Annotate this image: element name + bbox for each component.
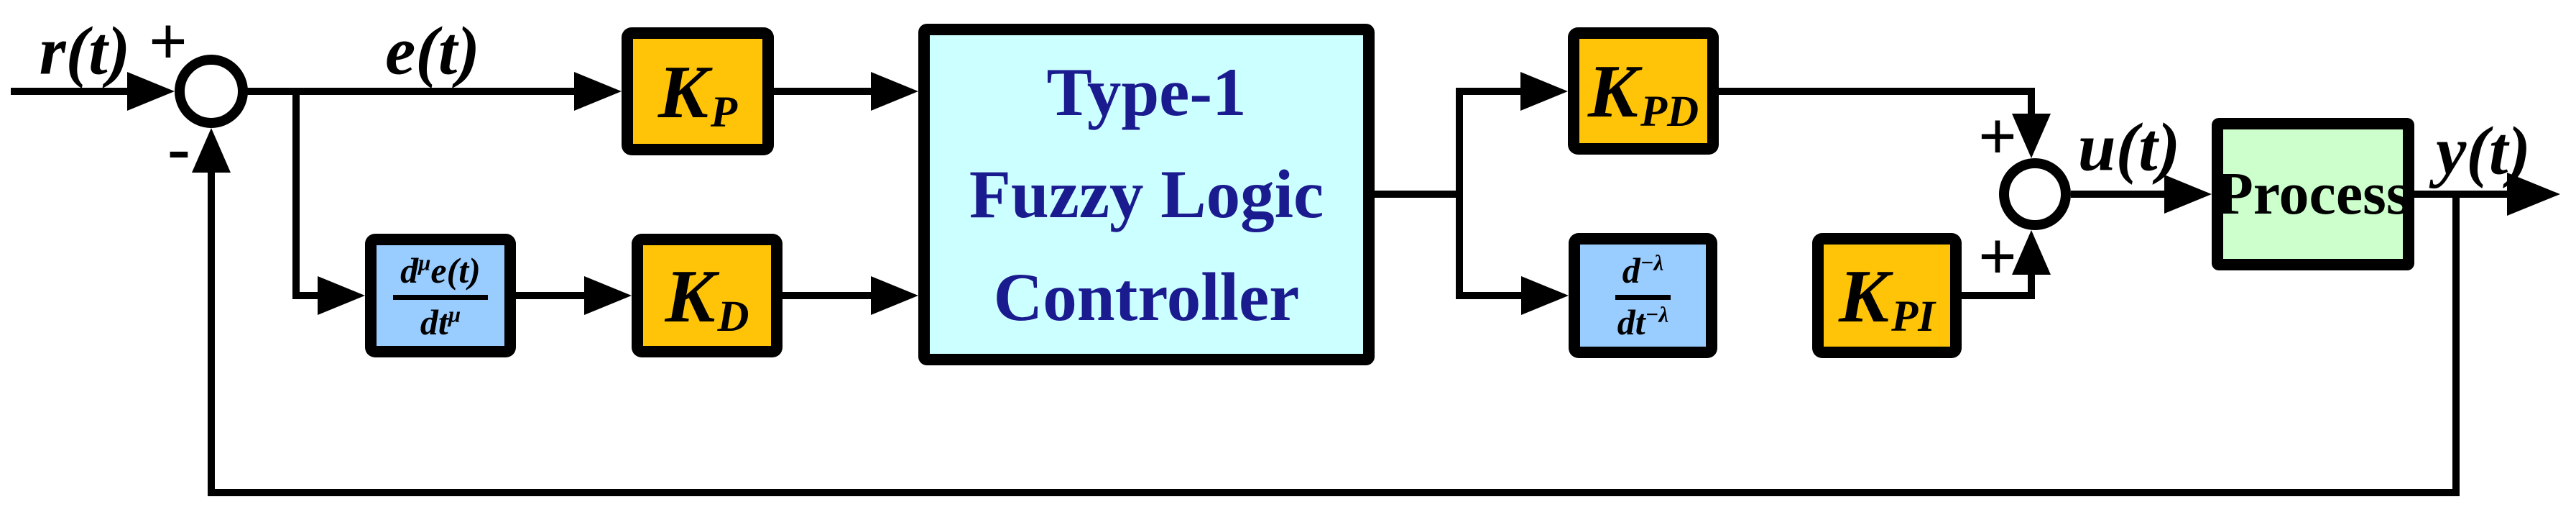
sum2-plus-sign-top: + — [1977, 98, 2018, 175]
signal-label-error: e(t) — [385, 12, 480, 89]
signal-label-control: u(t) — [2077, 109, 2181, 186]
wire-sum2-top-corner — [2028, 88, 2035, 120]
arrowhead-into-sum2-top — [2012, 114, 2051, 158]
wire-kpd-to-sum2 — [1719, 88, 2035, 95]
kd-gain-block: KD — [632, 234, 783, 357]
arrowhead-into-integrator — [1521, 276, 1569, 315]
wire-feedback-tap-vertical — [2452, 191, 2460, 496]
arrowhead-into-derivative — [318, 276, 365, 315]
sum1-plus-sign: + — [148, 3, 188, 80]
kpd-gain-block: KPD — [1568, 27, 1719, 155]
kpi-gain-block: KPI — [1812, 233, 1962, 358]
sum1-minus-sign: - — [167, 109, 190, 186]
wire-controller-output — [1371, 191, 1463, 198]
wire-process-output — [2414, 191, 2511, 198]
kd-gain-label: KD — [665, 253, 749, 341]
kpd-gain-label: KPD — [1587, 49, 1699, 137]
fractional-integrator-formula: d−λ dt−λ — [1615, 250, 1671, 342]
arrowhead-into-sum2-bottom — [2012, 230, 2051, 275]
wire-branch-to-kpd — [1463, 88, 1522, 95]
kpi-gain-label: KPI — [1839, 253, 1935, 341]
signal-label-reference: r(t) — [39, 12, 131, 89]
sum2-plus-sign-bottom: + — [1977, 218, 2018, 295]
wire-kd-to-controller — [783, 292, 874, 299]
fuzzy-logic-controller-block: Type-1 Fuzzy Logic Controller — [918, 24, 1375, 365]
arrowhead-feedback-into-sum1 — [192, 128, 231, 173]
wire-derivative-to-kd — [516, 292, 588, 299]
signal-label-output: y(t) — [2436, 112, 2531, 189]
wire-reference-input — [11, 88, 133, 95]
wire-error-branch-vertical — [292, 88, 300, 299]
kp-gain-label: KP — [657, 49, 738, 137]
wire-error-main — [244, 88, 578, 95]
fuzzy-logic-controller-title: Type-1 Fuzzy Logic Controller — [969, 53, 1324, 335]
arrowhead-into-sum1 — [127, 72, 175, 111]
arrowhead-into-controller-bottom — [871, 276, 918, 315]
wire-kpi-to-sum2 — [1962, 292, 2035, 299]
wire-branch-to-integrator — [1463, 292, 1523, 299]
wire-sum2-bottom-corner — [2028, 272, 2035, 299]
arrowhead-into-kpd — [1520, 72, 1568, 111]
wire-feedback-bottom — [208, 489, 2460, 496]
arrowhead-into-controller-top — [871, 72, 918, 111]
arrowhead-into-kd — [584, 276, 632, 315]
wire-kp-to-controller — [774, 88, 874, 95]
arrowhead-into-process — [2164, 175, 2212, 214]
fractional-derivative-formula: dμe(t) dtμ — [393, 250, 488, 342]
arrowhead-into-kp — [574, 72, 622, 111]
kp-gain-block: KP — [622, 27, 774, 155]
fractional-derivative-block: dμe(t) dtμ — [365, 234, 516, 357]
process-block: Process — [2212, 118, 2414, 270]
wire-output-branch-vertical — [1456, 88, 1463, 299]
wire-branch-to-derivative — [292, 292, 321, 299]
process-label: Process — [2216, 160, 2410, 227]
arrowhead-system-output — [2507, 173, 2560, 216]
wire-feedback-left-vertical — [208, 173, 215, 496]
fractional-integrator-block: d−λ dt−λ — [1569, 233, 1717, 358]
wire-sum2-to-process — [2071, 191, 2168, 198]
